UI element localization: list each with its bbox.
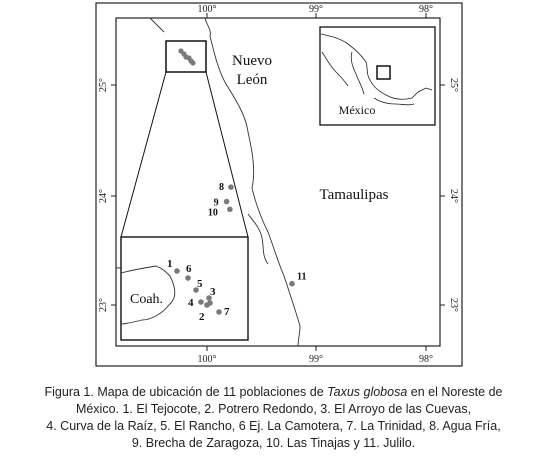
population-point-9 — [223, 198, 230, 205]
inset-coahuila-border — [120, 265, 176, 325]
caption-line-3: 4. Curva de la Raíz, 5. El Rancho, 6 Ej.… — [46, 419, 501, 433]
population-point-label-8: 8 — [219, 182, 224, 193]
right-tick-label: 24° — [448, 189, 459, 203]
slp-border — [247, 213, 269, 265]
caption-line1-suffix: en el Noreste de — [407, 385, 503, 399]
nuevo-leon-tamaulipas-border — [204, 17, 301, 347]
population-point-label-9: 9 — [214, 198, 219, 209]
tick-marks — [111, 13, 445, 351]
inset-point-1 — [174, 268, 180, 274]
inset-point-7 — [216, 309, 222, 315]
zoom-inset-panel — [120, 236, 249, 341]
inset-point-label: 5 — [197, 278, 203, 290]
right-tick-label: 23° — [448, 298, 459, 312]
figure-caption: Figura 1. Mapa de ubicación de 11 poblac… — [0, 384, 547, 452]
population-point-10 — [227, 206, 233, 213]
mexico-locator-inset: México — [319, 26, 436, 126]
inset-point-label: 3 — [210, 286, 216, 298]
caption-line-1: Figura 1. Mapa de ubicación de 11 poblac… — [0, 384, 547, 401]
inset-point-label: 1 — [167, 258, 173, 270]
zoom-area-points — [178, 48, 196, 66]
population-point-label-10: 10 — [208, 207, 218, 218]
inset-point-3 — [206, 295, 212, 301]
coahuila-border-top — [149, 17, 165, 33]
population-point-8 — [228, 184, 234, 190]
population-point-11 — [289, 280, 295, 287]
inset-points — [174, 268, 222, 315]
coahuila-label: Coah. — [130, 292, 163, 307]
bottom-tick-label: 100° — [198, 354, 217, 365]
caption-line-4: 9. Brecha de Zaragoza, 10. Las Tinajas y… — [131, 436, 416, 450]
zoom-area-box — [165, 40, 207, 73]
top-tick-label: 99° — [309, 4, 323, 15]
location-map: 100° 99° 98° 100° 99° 98° 25° 24° 23° 25… — [95, 2, 463, 367]
inset-point-2b — [207, 300, 213, 306]
inset-point-label: 2 — [199, 311, 205, 323]
locator-study-area-box — [376, 65, 391, 80]
inset-point-label: 4 — [188, 297, 194, 309]
map-outer-frame — [95, 2, 463, 367]
bottom-tick-label: 99° — [309, 354, 323, 365]
top-tick-label: 98° — [419, 4, 433, 15]
left-tick-label: 24° — [98, 189, 109, 203]
mexico-label: México — [339, 103, 376, 117]
right-tick-label: 25° — [448, 78, 459, 92]
inset-point-4 — [198, 299, 204, 305]
inset-point-label: 6 — [186, 263, 192, 275]
caption-species: Taxus globosa — [327, 385, 408, 399]
nuevo-leon-label-line2: León — [237, 72, 268, 88]
population-point-label-11: 11 — [297, 272, 306, 283]
top-tick-label: 100° — [198, 4, 217, 15]
nuevo-leon-label-line1: Nuevo — [232, 53, 272, 69]
zoom-connector-right — [205, 71, 249, 238]
zoom-connector-left — [120, 71, 167, 238]
tamaulipas-label: Tamaulipas — [320, 187, 389, 203]
inset-point-6 — [185, 275, 191, 281]
inset-point-label: 7 — [224, 306, 230, 318]
left-tick-label: 23° — [98, 298, 109, 312]
caption-prefix: Figura 1. Mapa de ubicación de 11 poblac… — [44, 385, 328, 399]
inset-point-5 — [193, 287, 199, 293]
left-tick-label: 25° — [98, 78, 109, 92]
caption-line-2: México. 1. El Tejocote, 2. Potrero Redon… — [75, 402, 472, 416]
bottom-tick-label: 98° — [419, 354, 433, 365]
